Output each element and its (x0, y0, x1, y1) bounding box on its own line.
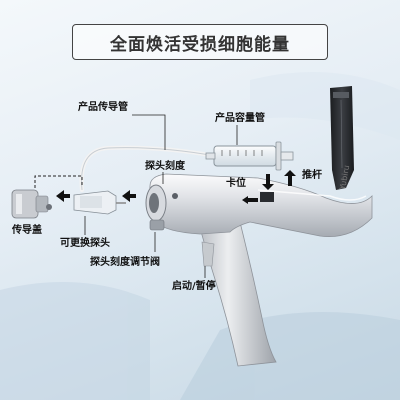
label-probe-scale: 探头刻度 (145, 161, 185, 172)
brand-text: Yubiru (338, 164, 351, 191)
label-capacity-tube: 产品容量管 (215, 113, 265, 124)
injector-gun (145, 173, 373, 367)
page-title: 全面焕活受损细胞能量 (110, 34, 290, 55)
leader-lines (84, 114, 238, 278)
label-push-rod: 推杆 (302, 170, 322, 181)
label-replaceable-probe: 可更换探头 (60, 238, 110, 249)
label-start-pause: 启动/暂停 (172, 281, 216, 292)
capacity-tube (205, 141, 294, 171)
replaceable-probe (73, 190, 126, 215)
title-box: 全面焕活受损细胞能量 (72, 24, 328, 60)
label-conduit-tube: 产品传导管 (78, 102, 128, 113)
label-probe-scale-valve: 探头刻度调节阀 (90, 257, 160, 268)
direction-arrows (56, 170, 296, 204)
push-rod-cartridge (330, 86, 354, 190)
label-conduit-cap: 传导盖 (12, 225, 42, 236)
conduit-cap (11, 189, 52, 219)
label-clip: 卡位 (226, 178, 246, 189)
dashed-connector (34, 175, 83, 188)
